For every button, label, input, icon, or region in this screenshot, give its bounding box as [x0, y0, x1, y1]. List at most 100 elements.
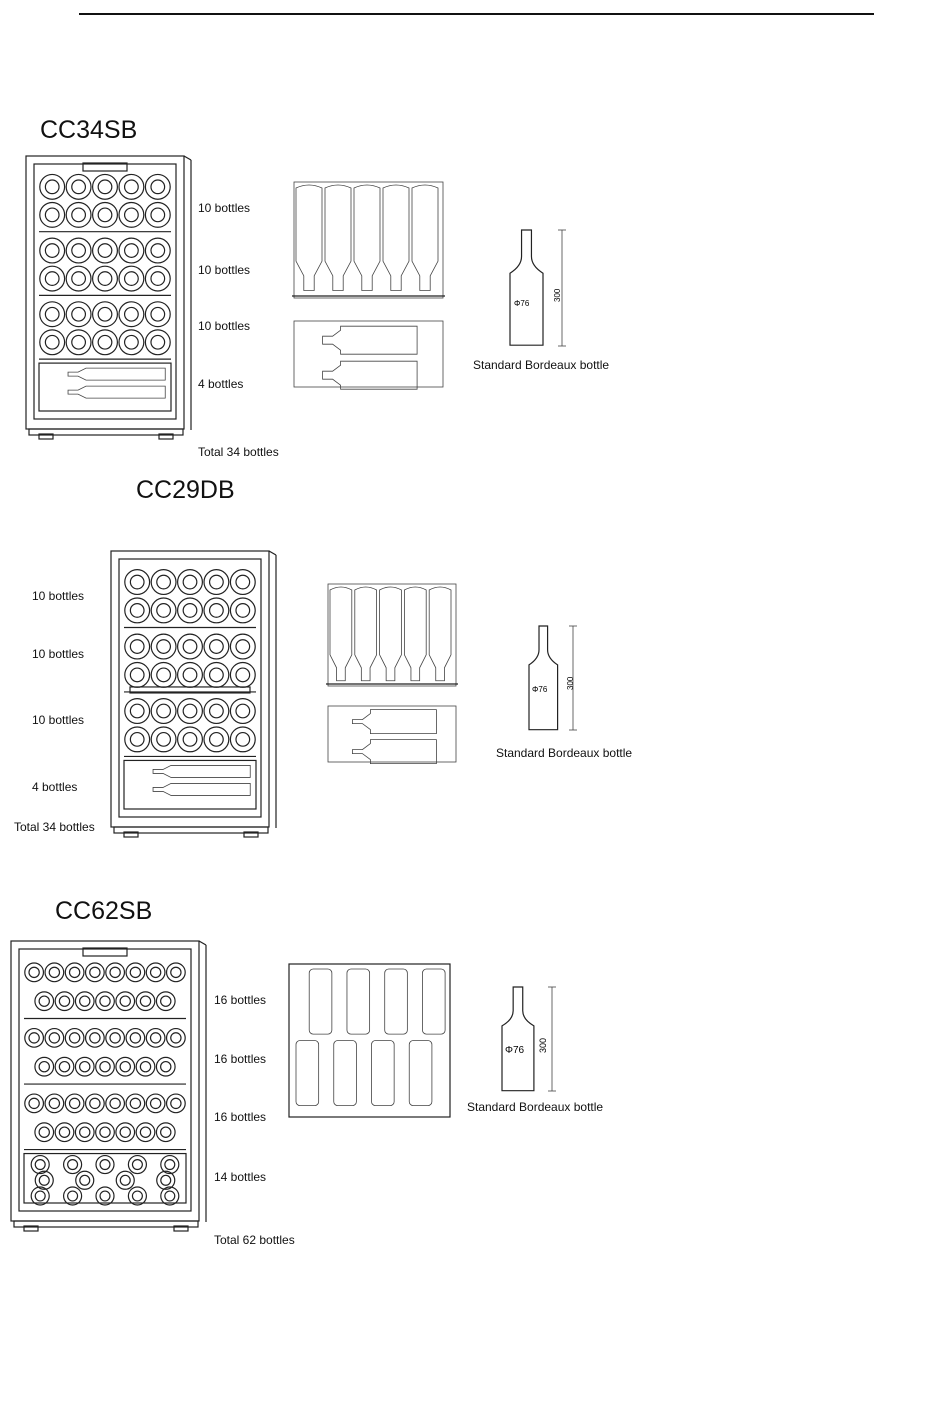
bottle-lines: [528, 625, 577, 731]
bottle-neck: [156, 731, 172, 747]
bottle-neck: [170, 1032, 182, 1044]
bottle-end: [64, 962, 85, 983]
bottle-neck: [34, 1190, 46, 1202]
lying-bottle: [322, 325, 418, 355]
bottle-end: [229, 661, 256, 688]
cabinet-foot: [158, 433, 174, 440]
bottle-neck: [67, 1159, 79, 1171]
bottle-end: [105, 1093, 126, 1114]
bottle-neck: [44, 243, 60, 258]
bottle-lines: [501, 986, 556, 1092]
bottle-neck: [160, 1126, 172, 1138]
bottle-neck: [119, 1174, 131, 1186]
total-label: Total 34 bottles: [198, 445, 279, 459]
bottle-neck: [156, 667, 172, 683]
bottle-end: [125, 962, 146, 983]
bottle-end: [145, 962, 166, 983]
bottle-neck: [129, 966, 142, 979]
bottle-end: [65, 237, 92, 264]
bottle-end: [84, 1093, 105, 1114]
bottle-neck: [156, 603, 172, 618]
bottle-neck: [67, 1190, 79, 1202]
bottle-neck: [150, 243, 166, 258]
standing-bottle: [428, 586, 452, 682]
bottle-neck: [150, 207, 166, 223]
bottle-end: [160, 1154, 180, 1175]
bottle-end: [95, 1186, 115, 1206]
bottle-end: [150, 633, 177, 660]
cabinet-edge: [183, 155, 192, 161]
bottle-neck: [28, 1097, 40, 1110]
cabinet-foot: [23, 1225, 39, 1232]
bottle-end: [124, 569, 151, 596]
bottle-neck: [38, 1126, 50, 1138]
bottle-neck: [109, 966, 121, 979]
bottle-outline: [501, 986, 535, 1092]
bottle-neck: [129, 1032, 142, 1044]
bottle-end: [118, 173, 145, 200]
bottle-neck: [99, 1126, 111, 1138]
bottle-diameter: Φ76: [514, 299, 530, 308]
bottle-end: [145, 1093, 166, 1114]
bottle-neck: [129, 731, 145, 747]
bottle-neck: [150, 179, 166, 195]
bottle-caption: Standard Bordeaux bottle: [467, 1100, 604, 1114]
bottle-end: [44, 1027, 65, 1048]
bottle-end: [150, 698, 177, 725]
standing-bottle: [333, 1040, 357, 1106]
bottle-neck: [89, 966, 101, 979]
bottle-neck: [123, 207, 139, 223]
lying-bottle: [352, 709, 437, 734]
bottle-end: [34, 991, 55, 1012]
bottle-neck: [149, 966, 162, 979]
bottle-end: [95, 1122, 115, 1143]
bottle-end: [135, 1122, 156, 1143]
bottle-end: [155, 1056, 176, 1077]
bottle-neck: [156, 703, 172, 719]
bottle-neck: [235, 731, 251, 747]
bottle-neck: [150, 306, 166, 322]
cabinet-frame: [25, 155, 185, 430]
bottle-neck: [97, 306, 113, 322]
bottle-end: [34, 1122, 55, 1143]
bottle-neck: [71, 271, 87, 286]
standing-bottle: [308, 968, 333, 1035]
shelf-label: 16 bottles: [214, 1052, 267, 1066]
bottle-neck: [123, 306, 139, 322]
bottle-neck: [160, 1060, 172, 1073]
cabinet-foot: [123, 831, 139, 838]
standing-bottle: [324, 184, 352, 291]
cabinet-foot: [243, 831, 259, 838]
bottle-neck: [58, 995, 71, 1007]
bottle-end: [203, 597, 230, 624]
bottle-neck: [129, 703, 145, 719]
bottle-neck: [156, 574, 172, 590]
bottle-end: [91, 173, 118, 200]
rack-frame: [288, 963, 451, 1118]
bottle-end: [24, 1027, 45, 1048]
shelf-label: 10 bottles: [198, 201, 251, 215]
shelf-side-view: [292, 181, 445, 299]
double-shelf-side-view: [288, 963, 451, 1118]
bottle-end: [39, 173, 66, 200]
rack-lines: [326, 583, 458, 687]
cabinet-foot: [38, 433, 54, 440]
bottle-neck: [129, 574, 145, 590]
bottle-height: 300: [566, 676, 575, 690]
cabinet-inner-frame: [33, 163, 177, 420]
control-panel: [82, 162, 128, 172]
bottle-end: [176, 597, 203, 624]
bottle-neck: [97, 243, 113, 258]
bottle-neck: [129, 603, 145, 618]
shelf-label: 16 bottles: [214, 1110, 267, 1124]
cabinet-base: [28, 428, 184, 436]
bottle-neck: [48, 1032, 61, 1044]
standing-bottle: [329, 586, 353, 682]
bottle-end: [115, 1170, 135, 1190]
bottle-neck: [119, 1126, 131, 1138]
bottle-neck: [131, 1190, 143, 1202]
bottle-end: [95, 1154, 115, 1175]
bottle-end: [229, 569, 256, 596]
bottle-neck: [28, 1032, 40, 1044]
bottle-neck: [182, 574, 198, 590]
